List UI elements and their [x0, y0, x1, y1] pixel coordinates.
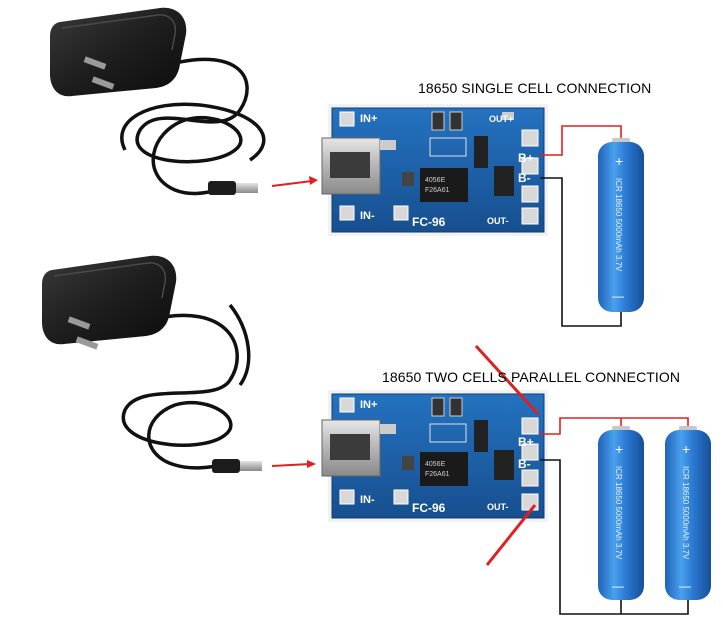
- charger-board-top: IN+ IN- OUT+ OUT- B+ B- FC-96 4056E F26A…: [321, 104, 548, 236]
- battery-plus-sign-2: +: [615, 441, 623, 457]
- single-cell-title: 18650 SINGLE CELL CONNECTION: [418, 80, 652, 96]
- charger-board-bottom: IN+ IN- OUT- B+ B- FC-96 4056E F26A61: [321, 390, 548, 522]
- in-plus-label: IN+: [360, 113, 377, 125]
- out-minus-label-2: OUT-: [487, 502, 509, 512]
- board-model-label: FC-96: [412, 215, 446, 229]
- chip-bottom-label: F26A61: [425, 187, 450, 194]
- battery-plus-sign-3: +: [682, 441, 690, 457]
- battery-parallel-2: + — ICR 18650 5000mAh 3.7V: [665, 426, 711, 600]
- battery-single: + — ICR 18650 5000mAh 3.7V: [598, 138, 644, 312]
- chip-bottom-label-2: F26A61: [425, 471, 450, 478]
- battery-parallel-1: + — ICR 18650 5000mAh 3.7V: [598, 426, 644, 600]
- battery-label-2: ICR 18650 5000mAh 3.7V: [614, 466, 623, 560]
- chip-top-label-2: 4056E: [425, 461, 446, 468]
- chip-top-label: 4056E: [425, 177, 446, 184]
- wiring-top: [540, 125, 622, 327]
- out-plus-label: OUT+: [489, 114, 513, 124]
- battery-plus-sign: +: [615, 153, 623, 169]
- b-plus-label: B+: [518, 151, 534, 165]
- arrow-top: [271, 176, 318, 187]
- battery-minus-sign: —: [612, 289, 624, 303]
- wiring-bottom: [540, 417, 689, 615]
- b-minus-label: B-: [518, 171, 531, 185]
- charger-adapter-bottom: [42, 255, 262, 473]
- battery-label: ICR 18650 5000mAh 3.7V: [614, 178, 623, 272]
- in-minus-label-2: IN-: [360, 494, 375, 506]
- board-model-label-2: FC-96: [412, 501, 446, 515]
- out-minus-label: OUT-: [487, 216, 509, 226]
- battery-label-3: ICR 18650 5000mAh 3.7V: [681, 466, 690, 560]
- in-plus-label-2: IN+: [360, 399, 377, 411]
- battery-minus-sign-3: —: [679, 579, 691, 593]
- battery-minus-sign-2: —: [612, 579, 624, 593]
- charger-adapter-top: [50, 7, 266, 196]
- b-minus-label-2: B-: [518, 457, 531, 471]
- in-minus-label: IN-: [360, 210, 375, 222]
- out-pads-strikethrough: [474, 344, 540, 566]
- b-plus-label-2: B+: [518, 435, 534, 449]
- parallel-cells-title: 18650 TWO CELLS PARALLEL CONNECTION: [382, 369, 681, 385]
- arrow-bottom: [271, 460, 316, 468]
